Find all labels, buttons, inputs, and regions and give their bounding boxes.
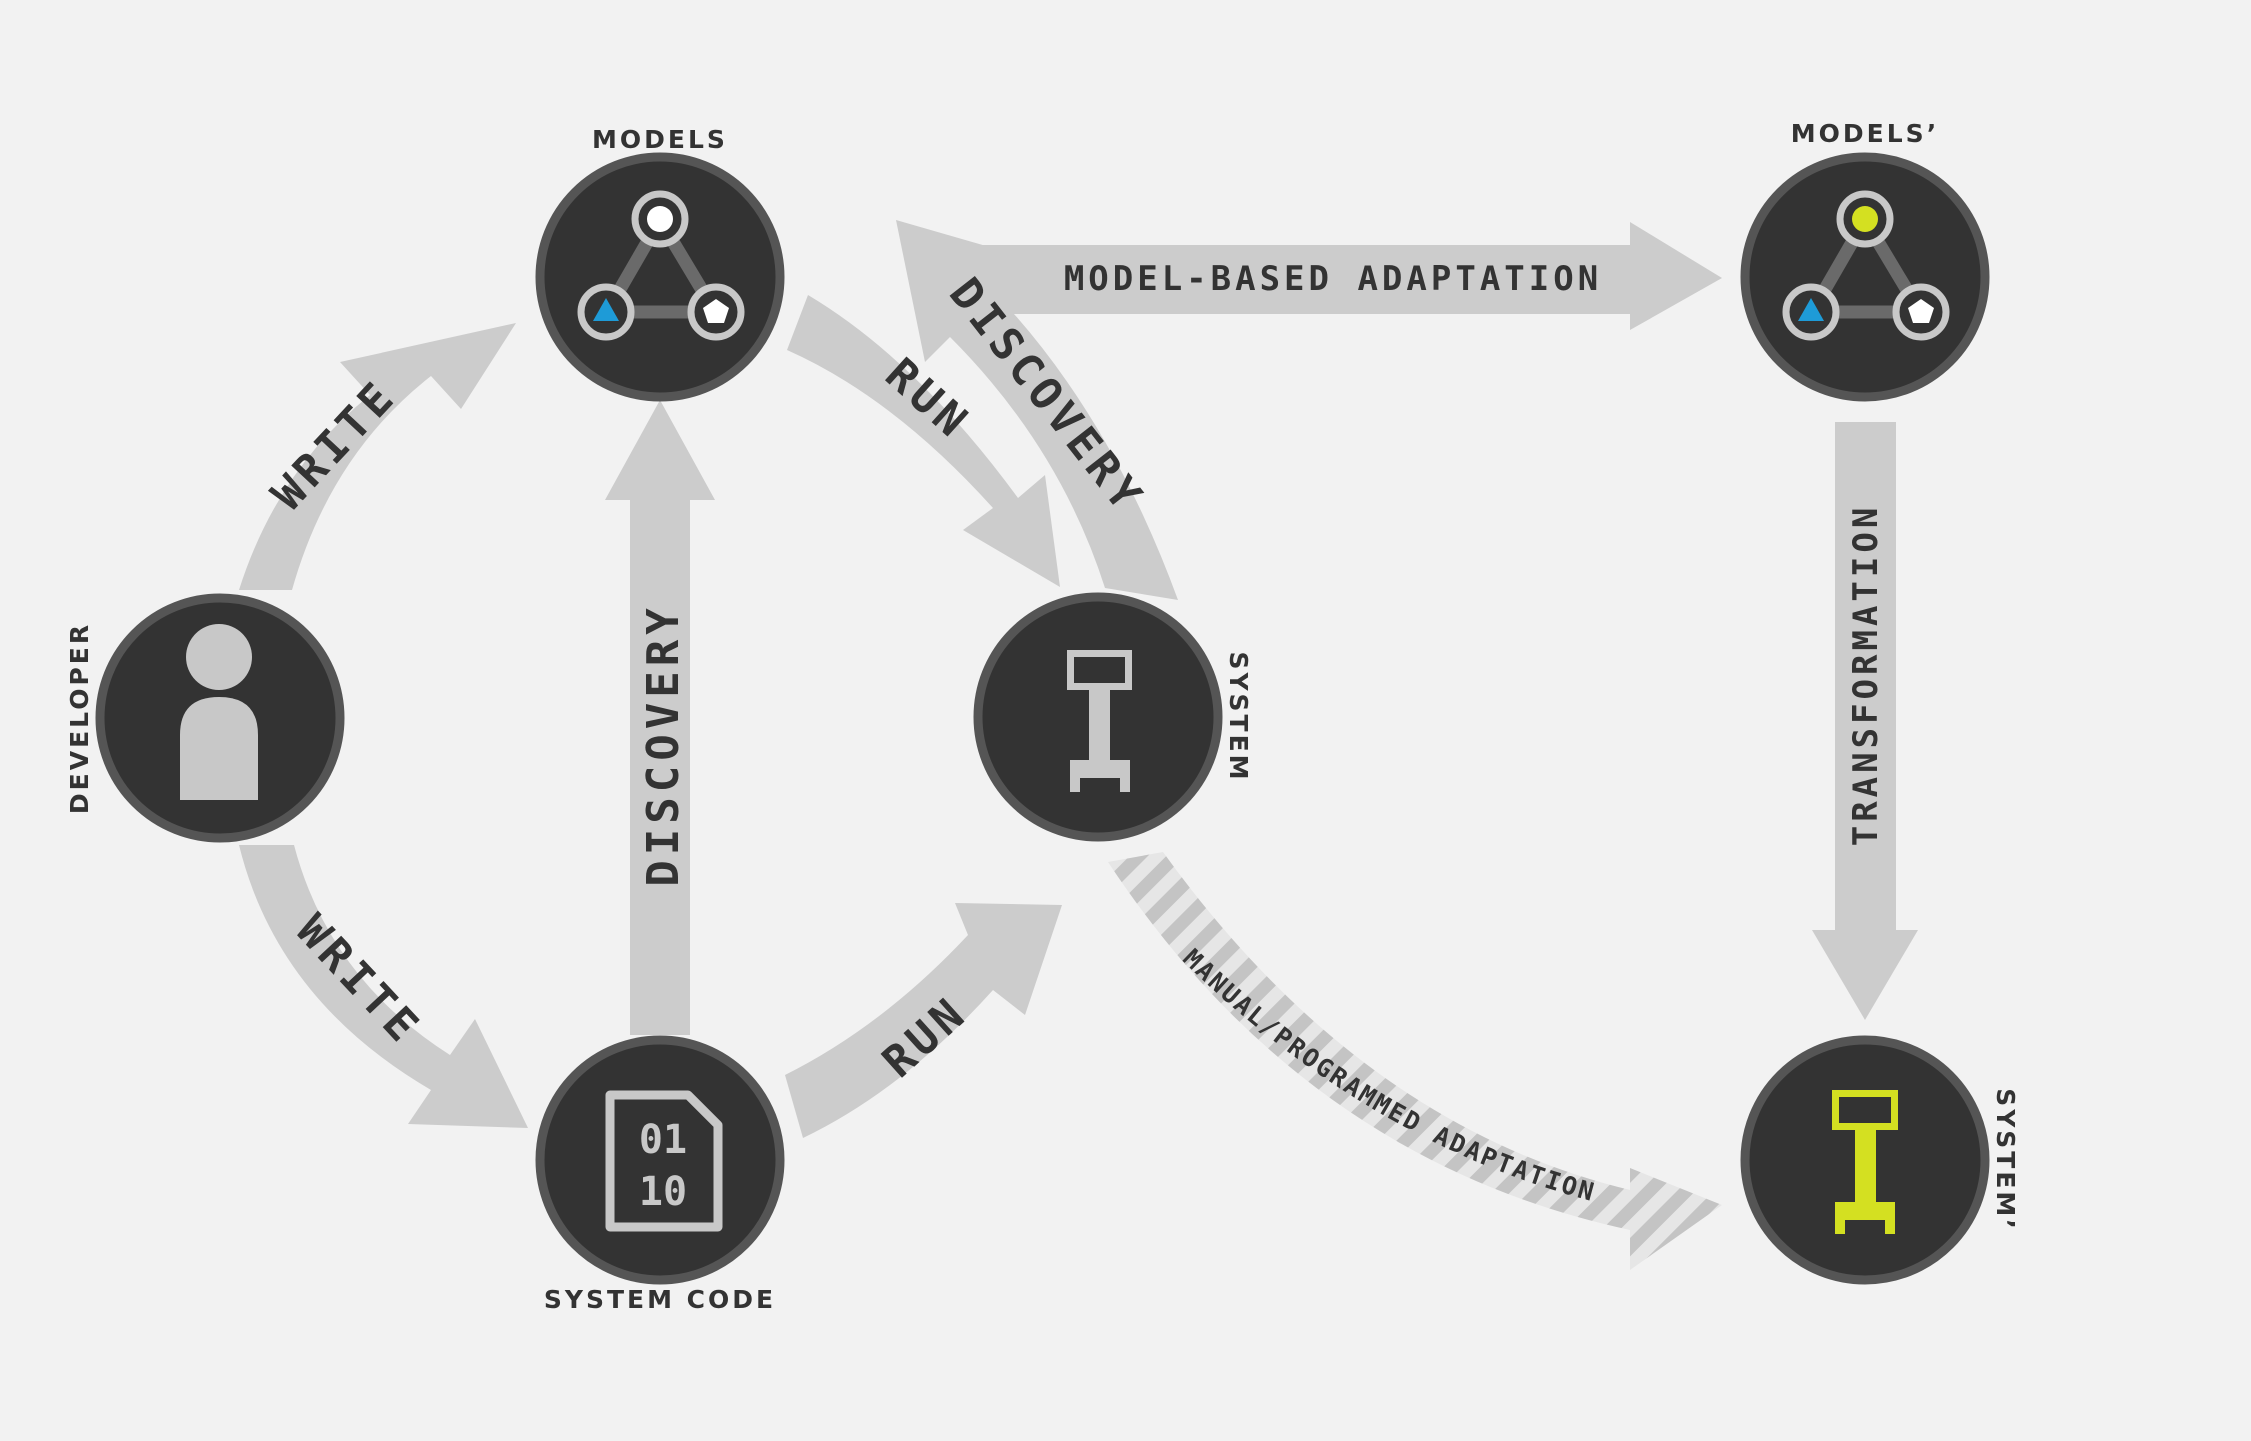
arrow-write-code (239, 845, 528, 1128)
node-system (973, 592, 1223, 842)
system-prime-label: SYSTEM’ (1991, 1088, 2020, 1232)
node-system-code: 01 10 (535, 1035, 785, 1285)
arrow-write-models (239, 323, 516, 590)
arrow-run-code (785, 903, 1062, 1138)
system-code-label: SYSTEM CODE (544, 1285, 776, 1314)
model-graph-icon (1782, 190, 1950, 341)
model-graph-icon (577, 190, 745, 341)
models-label: MODELS (592, 125, 728, 154)
label-write-models: WRITE (262, 370, 407, 520)
code-file-icon: 01 10 (605, 1090, 723, 1232)
arrow-manual-adaptation (1108, 852, 1722, 1270)
label-discovery-code: DISCOVERY (638, 603, 689, 886)
robot-icon (1832, 1090, 1898, 1234)
arrow-discovery-system (896, 220, 1178, 600)
node-models-prime (1740, 152, 1990, 402)
node-models (535, 152, 785, 402)
arrow-transformation (1812, 422, 1918, 1020)
robot-icon (1067, 650, 1132, 792)
models-prime-label: MODELS’ (1791, 119, 1939, 148)
label-transformation: TRANSFORMATION (1846, 504, 1886, 847)
code-digits-top: 01 (639, 1117, 687, 1163)
node-developer (95, 593, 345, 843)
arrow-discovery-code (605, 400, 715, 1035)
person-icon (180, 624, 258, 800)
label-model-based-adaptation: MODEL-BASED ADAPTATION (1064, 259, 1602, 299)
code-digits-bottom: 10 (639, 1169, 687, 1215)
node-system-prime (1740, 1035, 1990, 1285)
developer-label: DEVELOPER (65, 622, 94, 814)
arrow-model-based-adaptation (955, 222, 1722, 330)
arrow-run-models (787, 295, 1060, 587)
system-label: SYSTEM (1224, 651, 1253, 782)
